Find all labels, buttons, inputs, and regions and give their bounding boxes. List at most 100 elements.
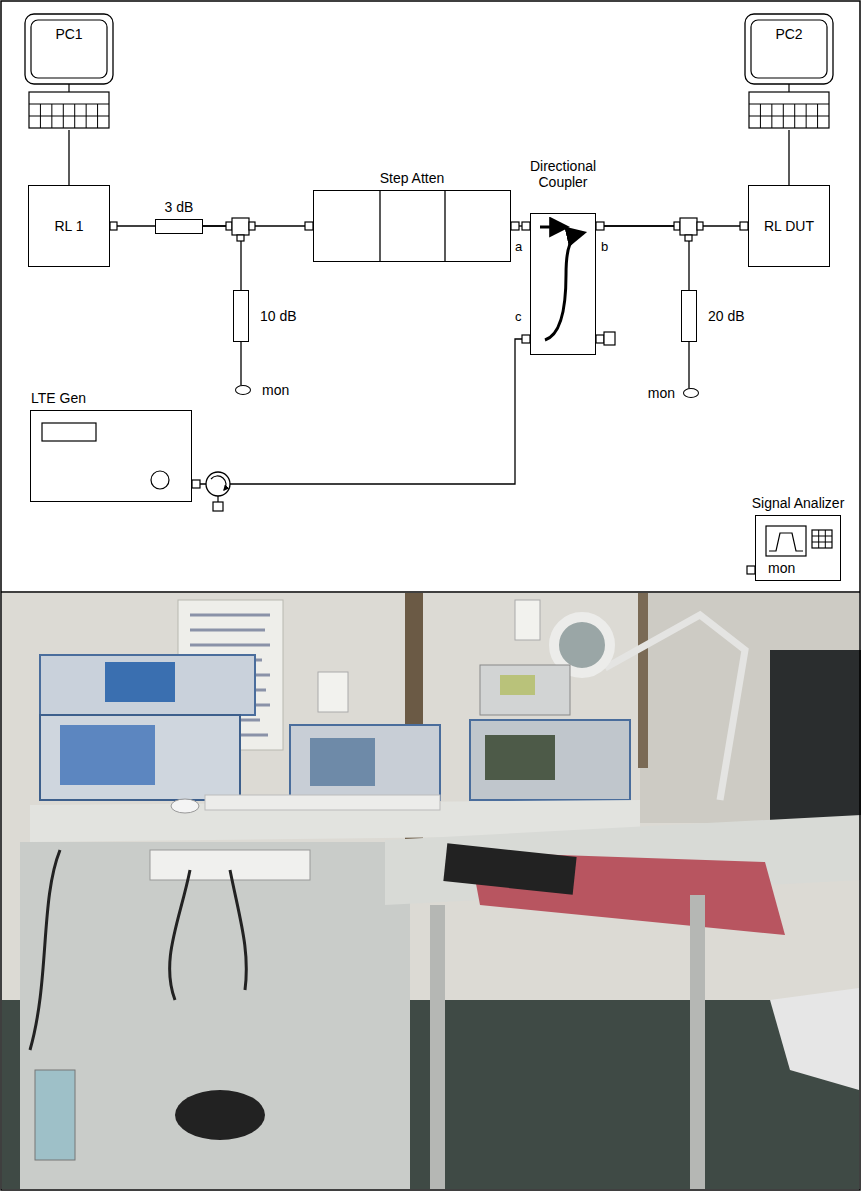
frame-divider xyxy=(1,591,860,593)
desk-cabinet xyxy=(20,842,410,1189)
attenuator: 3 dB xyxy=(155,219,203,234)
keyboard xyxy=(29,92,109,128)
signal-analyzer: Signal Analizermon xyxy=(755,515,841,581)
attenuator: 10 dB xyxy=(233,290,249,342)
port xyxy=(685,235,692,241)
monitor xyxy=(770,650,861,835)
node-label: Step Atten xyxy=(380,170,445,186)
instrument-screen xyxy=(500,675,535,695)
cable-connector xyxy=(68,130,69,185)
analyzer-screen xyxy=(766,526,806,556)
signal-generator: LTE Gen xyxy=(30,410,192,502)
cable-connector xyxy=(240,342,241,385)
device-box: RL DUT xyxy=(748,185,830,267)
node-label: mon xyxy=(648,385,675,401)
monitor-case xyxy=(25,14,113,84)
instrument xyxy=(470,720,630,800)
mouse xyxy=(171,799,199,813)
keyboard-grid xyxy=(749,104,829,105)
computer-icon: PC1 xyxy=(23,12,115,130)
tee-connector xyxy=(680,218,697,235)
port xyxy=(237,235,244,241)
instrument xyxy=(40,655,255,715)
instrument xyxy=(40,715,240,800)
keyboard-grid xyxy=(29,116,109,117)
cable-connector xyxy=(192,339,530,484)
port-letter: c xyxy=(515,309,522,324)
wall-socket xyxy=(515,600,540,640)
monitor-screen xyxy=(751,20,827,78)
monitor-screen xyxy=(31,20,107,78)
breaker-panel xyxy=(35,1070,75,1160)
keyboard xyxy=(205,795,440,810)
instrument xyxy=(480,665,570,715)
coupler-arrow xyxy=(540,226,566,229)
keyboard-grid xyxy=(771,104,772,128)
port xyxy=(192,480,200,488)
device-under-test xyxy=(443,843,576,894)
computer-icon: PC2 xyxy=(743,12,835,130)
port xyxy=(740,222,748,230)
monitor-stand xyxy=(68,84,69,92)
port xyxy=(305,222,313,230)
cable xyxy=(30,850,246,1050)
port-letter: b xyxy=(601,239,608,254)
port xyxy=(596,222,604,230)
node-label: RL 1 xyxy=(54,218,83,234)
analyzer-keypad xyxy=(812,530,832,548)
circulator-stub xyxy=(217,496,218,502)
keyboard-grid xyxy=(97,104,98,128)
circulator xyxy=(206,472,230,496)
keyboard-grid xyxy=(749,116,829,117)
keyboard-grid xyxy=(760,104,761,128)
monitor-port: mon xyxy=(683,388,699,398)
monitor-port: mon xyxy=(235,385,251,395)
termination xyxy=(213,502,223,511)
node-label: PC2 xyxy=(775,26,802,42)
keyboard-grid xyxy=(40,104,41,128)
termination xyxy=(604,332,615,345)
step-attenuator: Step Atten xyxy=(313,190,511,262)
port xyxy=(226,222,232,230)
node-label: RL DUT xyxy=(764,218,814,234)
keyboard-grid xyxy=(63,104,64,128)
node-label: Directional Coupler xyxy=(508,158,618,190)
node-label: 3 dB xyxy=(165,199,194,215)
node-label: PC1 xyxy=(55,26,82,42)
keyboard-grid xyxy=(74,104,75,128)
port-letter: a xyxy=(515,239,522,254)
node-label: mon xyxy=(262,382,289,398)
ports xyxy=(110,218,755,574)
instrument xyxy=(290,725,440,800)
transformer xyxy=(175,1090,265,1140)
node-label: 20 dB xyxy=(708,308,745,324)
monitor-stand xyxy=(788,84,789,92)
port xyxy=(110,222,117,230)
keyboard-grid xyxy=(817,104,818,128)
instrument-screen xyxy=(60,725,155,785)
node-label: 10 dB xyxy=(260,308,297,324)
keyboard-grid xyxy=(794,104,795,128)
tee-connector xyxy=(232,218,249,235)
port xyxy=(511,222,519,230)
keyboard xyxy=(749,92,829,128)
node-label: LTE Gen xyxy=(31,390,86,406)
directional-coupler: Directional Coupler xyxy=(530,213,596,355)
cable-connector xyxy=(596,226,689,290)
keyboard-grid xyxy=(86,104,87,128)
monitor-case xyxy=(745,14,833,84)
generator-knob xyxy=(151,471,169,489)
bench-leg xyxy=(430,905,445,1189)
port xyxy=(596,335,604,343)
spectrum-trace xyxy=(769,533,803,551)
keyboard-grid xyxy=(29,104,109,105)
port xyxy=(697,222,703,230)
cable-connector xyxy=(203,226,241,290)
keyboard-grid xyxy=(51,104,52,128)
cable-connector xyxy=(688,342,689,388)
instrument-screen xyxy=(310,738,375,786)
port xyxy=(522,335,530,343)
